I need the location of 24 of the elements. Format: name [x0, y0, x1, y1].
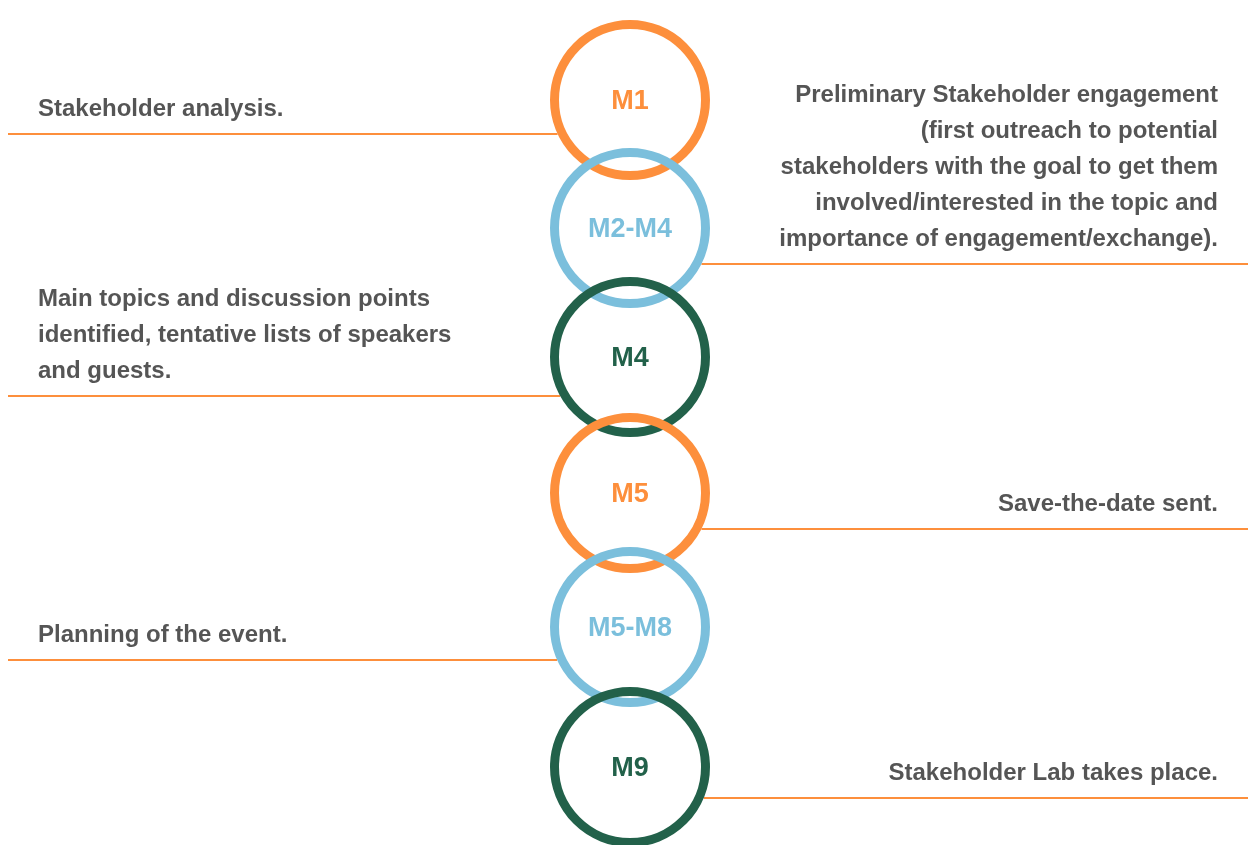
leader-line	[7, 659, 559, 661]
milestone-description: Planning of the event.	[8, 614, 543, 660]
milestone-label: M9	[611, 751, 649, 783]
leader-line	[7, 395, 562, 397]
milestone-circle	[550, 277, 710, 437]
leader-line	[7, 133, 559, 135]
milestone-description: Main topics and discussion points identified, tentative lists of speakers and guests.	[8, 276, 543, 396]
milestone-description: Save-the-date sent.	[717, 482, 1248, 529]
milestone-circle	[550, 20, 710, 180]
leader-line	[702, 797, 1248, 799]
milestone-description: Preliminary Stakeholder engagement (first outreach to potential stakeholders with the goal to get them involved/interested in the topic and importance of engagement/exchange).	[717, 0, 1248, 264]
leader-line	[700, 263, 1248, 265]
milestone-circle	[550, 148, 710, 308]
milestone-description: Stakeholder analysis.	[8, 88, 543, 134]
milestone-label: M4	[611, 341, 649, 373]
milestone-label: M1	[611, 84, 649, 116]
milestone-label: M5-M8	[588, 611, 672, 643]
milestone-circle	[550, 687, 710, 845]
milestone-circle	[550, 547, 710, 707]
milestone-label: M2-M4	[588, 212, 672, 244]
milestone-label: M5	[611, 477, 649, 509]
milestone-description: Stakeholder Lab takes place.	[717, 750, 1248, 798]
leader-line	[700, 528, 1248, 530]
milestone-circle	[550, 413, 710, 573]
